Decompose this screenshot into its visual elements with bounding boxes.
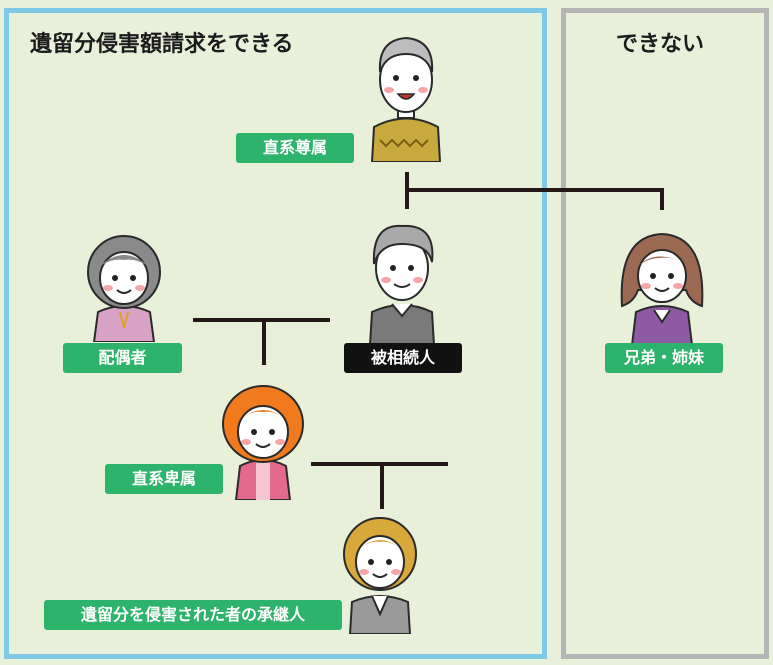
descendant-person-illustration xyxy=(222,385,304,500)
heir-label: 遺留分を侵害された者の承継人 xyxy=(44,600,342,630)
ascendant-person-illustration xyxy=(370,36,442,162)
ascendant-label: 直系尊属 xyxy=(236,133,354,163)
cannot-claim-panel xyxy=(561,8,769,659)
spouse-label: 配偶者 xyxy=(63,343,182,373)
spouse-person-illustration xyxy=(87,235,161,342)
heir-person-illustration xyxy=(343,517,417,634)
siblings-label: 兄弟・姉妹 xyxy=(605,343,723,373)
can-claim-panel xyxy=(4,8,547,659)
can-claim-title: 遺留分侵害額請求をできる xyxy=(30,32,294,57)
cannot-claim-title: できない xyxy=(616,32,705,57)
decedent-label: 被相続人 xyxy=(344,343,462,373)
descendant-label: 直系卑属 xyxy=(105,464,223,494)
siblings-person-illustration xyxy=(620,232,704,345)
decedent-person-illustration xyxy=(368,224,436,345)
